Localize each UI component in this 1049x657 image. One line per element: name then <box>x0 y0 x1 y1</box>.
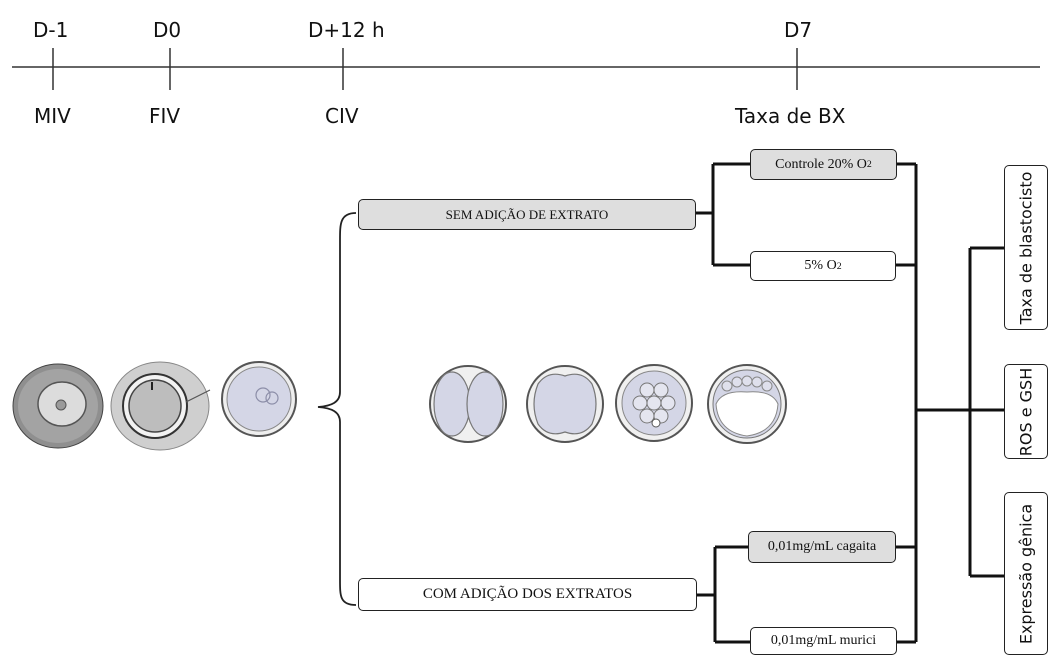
outcome-gene-expression-label: Expressão gênica <box>1016 503 1036 644</box>
treatment-control-label: Controle 20% O <box>775 156 867 172</box>
group-with-extract-label: COM ADIÇÃO DOS EXTRATOS <box>422 586 633 602</box>
group-brace <box>317 212 357 606</box>
outcome-blastocyst-rate: Taxa de blastocisto <box>1004 165 1048 330</box>
embryo-morula <box>615 364 693 442</box>
embryo-blastocyst <box>707 364 787 444</box>
treatment-low-oxygen-subscript: 2 <box>836 260 842 272</box>
timeline-label-civ: CIV <box>325 104 359 128</box>
timeline-label-miv: MIV <box>34 104 71 128</box>
lower-branch-connector <box>697 545 750 644</box>
outcome-ros-gsh: ROS e GSH <box>1004 364 1048 459</box>
timeline-label-d12h: D+12 h <box>308 18 385 42</box>
fertilized-oocyte <box>110 361 211 451</box>
group-with-extract: COM ADIÇÃO DOS EXTRATOS <box>358 578 697 611</box>
group-without-extract: SEM ADIÇÃO DE EXTRATO <box>358 199 696 230</box>
upper-branch-connector <box>696 162 750 267</box>
embryo-4-cell <box>526 365 604 443</box>
timeline-label-d0: D0 <box>153 18 182 42</box>
oocyte-cumulus-cell <box>12 363 104 449</box>
treatment-murici-label: 0,01mg/mL murici <box>770 633 877 648</box>
outcome-blastocyst-rate-label: Taxa de blastocisto <box>1016 171 1036 324</box>
outcome-ros-gsh-label: ROS e GSH <box>1016 367 1036 456</box>
timeline-label-d-1: D-1 <box>33 18 69 42</box>
outcome-gene-expression: Expressão gênica <box>1004 492 1048 655</box>
treatment-cagaita-label: 0,01mg/mL cagaita <box>767 539 877 554</box>
timeline-label-d7: D7 <box>784 18 813 42</box>
group-without-extract-label: SEM ADIÇÃO DE EXTRATO <box>445 206 609 222</box>
treatment-control-subscript: 2 <box>866 159 872 170</box>
outcome-connector <box>896 162 1004 644</box>
treatment-cagaita: 0,01mg/mL cagaita <box>748 531 896 563</box>
timeline-label-taxa-bx: Taxa de BX <box>735 104 846 128</box>
embryo-2-cell <box>429 365 507 443</box>
treatment-murici: 0,01mg/mL murici <box>750 627 897 655</box>
treatment-low-oxygen-label: 5% O <box>804 258 837 273</box>
zygote <box>221 361 297 437</box>
timeline-label-fiv: FIV <box>149 104 181 128</box>
